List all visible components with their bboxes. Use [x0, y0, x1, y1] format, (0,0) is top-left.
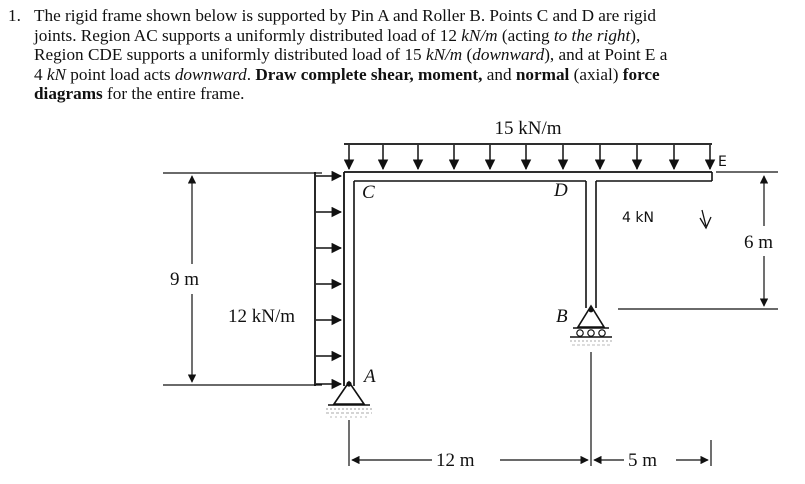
roller-hinge	[588, 307, 594, 313]
problem-number: 1.	[8, 6, 21, 25]
side-distributed-load	[314, 170, 343, 390]
roller-wheel	[587, 329, 595, 337]
text-span: Region CDE supports a uniformly distribu…	[34, 45, 426, 65]
point-load-label: 4 kN	[622, 210, 654, 226]
problem-line-3: Region CDE supports a uniformly distribu…	[34, 45, 798, 65]
pin-ground-hatch	[326, 408, 372, 418]
text-span: (	[462, 45, 473, 65]
unit-span: kN/m	[425, 45, 463, 65]
dimension-9m: 9 m	[163, 172, 322, 386]
dim-12m-label: 12 m	[436, 450, 475, 471]
problem-statement: 1. The rigid frame shown below is suppor…	[8, 6, 798, 104]
point-d-label: D	[553, 180, 568, 201]
unit-span: kN	[46, 64, 66, 84]
top-load-arrows	[343, 145, 716, 171]
text-span: point load acts	[65, 64, 175, 84]
point-a-label: A	[362, 366, 376, 387]
text-span: .	[246, 64, 256, 84]
frame-members	[343, 171, 713, 386]
roller-support-b	[570, 304, 612, 346]
text-span: for the entire frame.	[102, 84, 245, 104]
side-load-arrows	[316, 170, 343, 390]
dimension-bottom: 12 m 5 m	[348, 352, 712, 471]
text-span: The rigid frame shown below is supported…	[34, 6, 657, 25]
pin-hinge	[346, 381, 352, 387]
problem-body: The rigid frame shown below is supported…	[34, 6, 798, 104]
roller-ground-hatch	[570, 340, 612, 346]
side-load-label: 12 kN/m	[228, 306, 295, 327]
dim-5m-label: 5 m	[628, 450, 657, 471]
roller-wheel	[576, 329, 584, 337]
top-distributed-load	[343, 143, 716, 171]
text-span: 4	[34, 64, 47, 84]
bold-span: diagrams	[34, 84, 103, 104]
text-span: joints. Region AC supports a uniformly d…	[34, 25, 462, 45]
italic-span: downward	[472, 45, 545, 65]
problem-line-5: diagrams for the entire frame.	[34, 84, 798, 104]
text-span: ),	[630, 25, 641, 45]
bold-span: normal	[515, 64, 570, 84]
bold-span: Draw complete shear, moment,	[255, 64, 483, 84]
problem-line-1: The rigid frame shown below is supported…	[34, 6, 798, 26]
point-b-label: B	[556, 306, 568, 327]
point-load-arrow-shaft	[701, 209, 707, 227]
unit-span: kN/m	[461, 25, 498, 45]
bold-span: force	[622, 64, 660, 84]
italic-span: downward	[174, 64, 247, 84]
dimension-6m: 6 m	[618, 171, 778, 310]
text-span: ), and at Point E a	[544, 45, 668, 65]
text-span: (axial)	[569, 64, 623, 84]
point-load-arrow-head	[699, 216, 712, 230]
roller-wheel	[598, 329, 606, 337]
problem-line-2: joints. Region AC supports a uniformly d…	[34, 26, 798, 46]
text-span: and	[482, 64, 516, 84]
point-load-e: 4 kN	[622, 209, 712, 230]
point-c-label: C	[362, 182, 375, 203]
dim-9m-label: 9 m	[170, 269, 199, 290]
pin-support-a	[326, 380, 372, 418]
point-e-label: E	[718, 154, 727, 170]
pin-triangle	[332, 380, 366, 405]
dim-6m-label: 6 m	[744, 232, 773, 253]
text-span: (acting	[497, 25, 554, 45]
top-load-label: 15 kN/m	[494, 118, 561, 139]
problem-line-4: 4 kN point load acts downward. Draw comp…	[34, 65, 798, 85]
roller-triangle	[576, 304, 606, 328]
italic-span: to the right	[553, 25, 631, 45]
